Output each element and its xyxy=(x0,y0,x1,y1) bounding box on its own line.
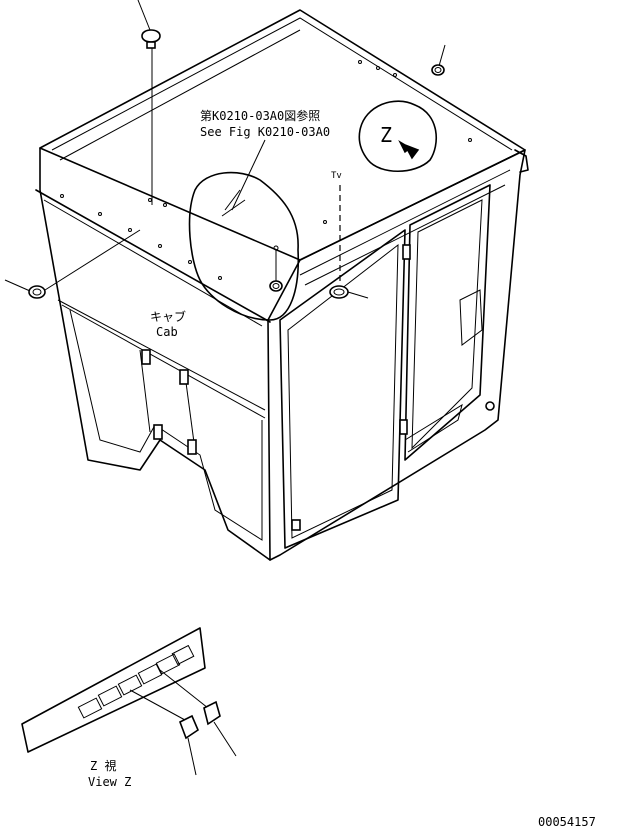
cab-label-jp: キャブ xyxy=(150,309,186,324)
ref-label-jp: 第K0210-03A0図参照 xyxy=(200,108,320,123)
grommet-roof-right: Tv xyxy=(329,171,369,299)
view-label-jp: Z 視 xyxy=(90,758,116,773)
cab-body xyxy=(35,9,529,561)
grommet-top-right xyxy=(431,44,446,76)
detail-callout-area xyxy=(188,139,300,321)
rivet-row xyxy=(60,60,472,280)
plug-top-left xyxy=(137,0,161,205)
view-z-detail xyxy=(21,627,237,776)
tv-label: Tv xyxy=(331,171,342,181)
grommet-left xyxy=(4,229,141,299)
view-label-en: View Z xyxy=(88,775,131,789)
ref-label-en: See Fig K0210-03A0 xyxy=(200,125,330,139)
z-marker-label: Z xyxy=(380,123,392,147)
drawing-number: 00054157 xyxy=(538,815,596,829)
cab-label-en: Cab xyxy=(156,325,178,339)
grommet-callout xyxy=(269,245,283,292)
view-z-marker: Z xyxy=(358,100,437,172)
